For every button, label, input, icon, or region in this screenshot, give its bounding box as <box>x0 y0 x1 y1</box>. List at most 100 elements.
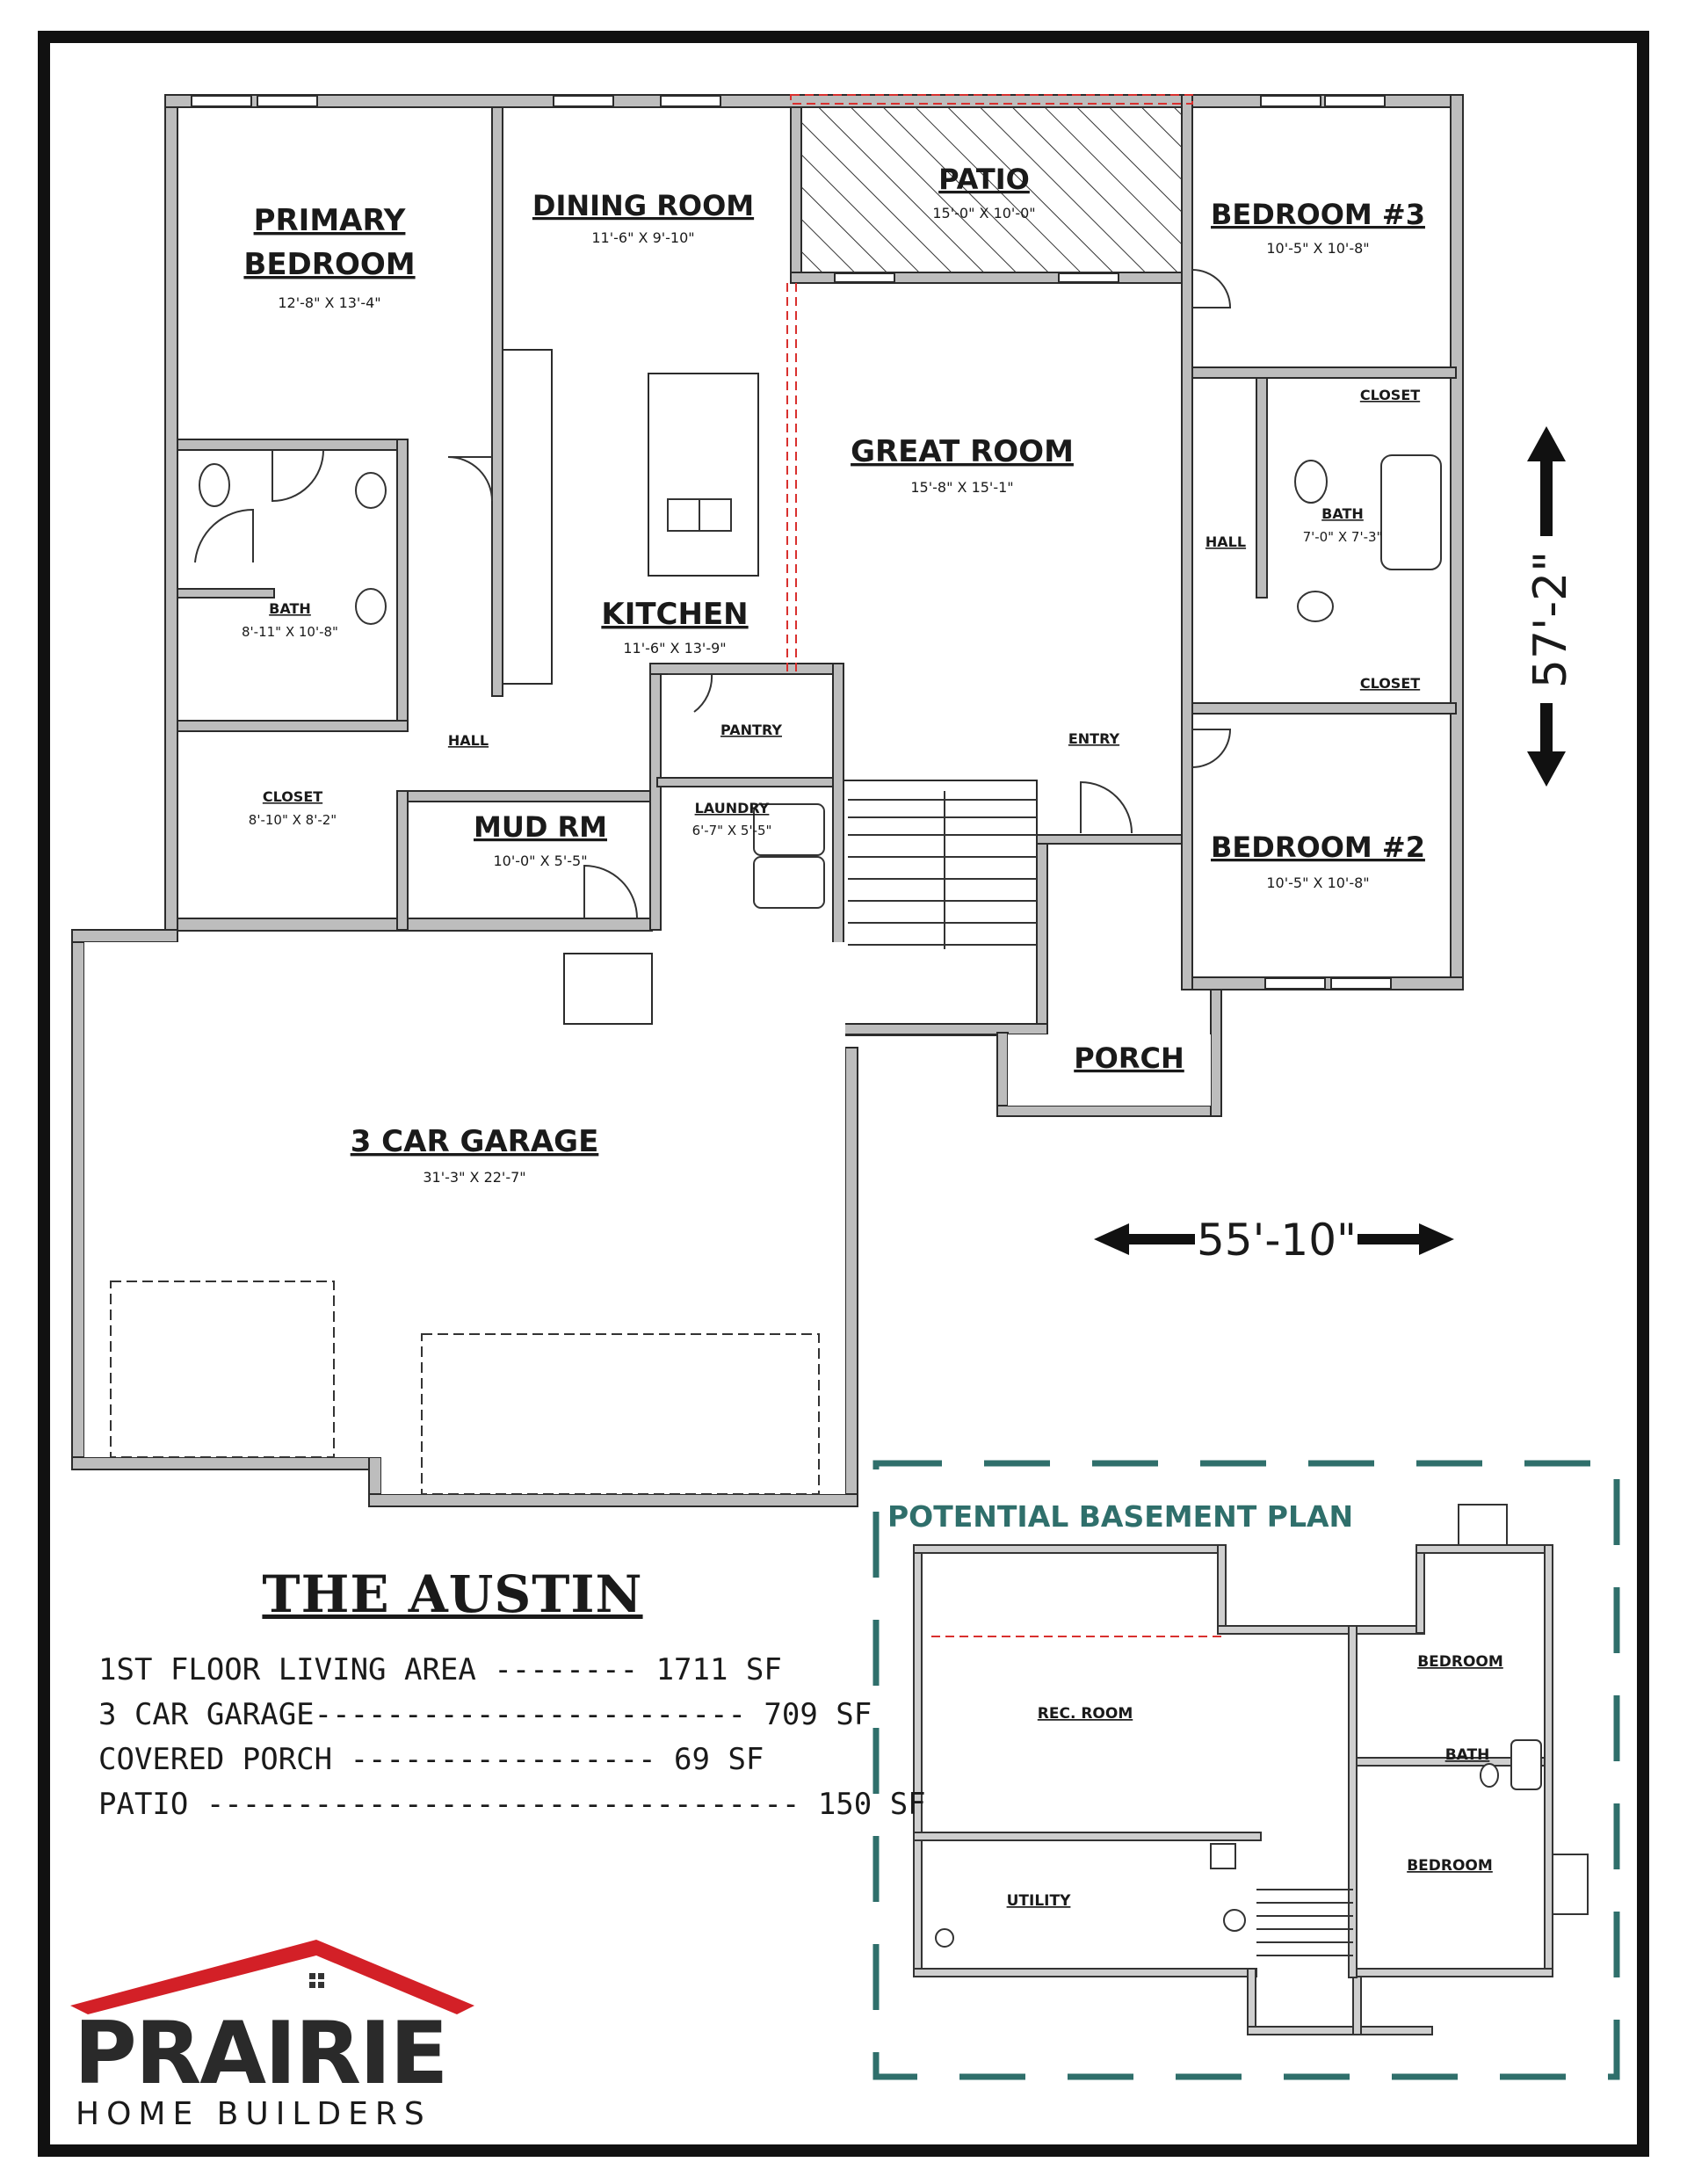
kitchen-counter <box>502 349 553 685</box>
wall-b3-south <box>1191 366 1457 379</box>
hall-left-label: HALL <box>448 732 489 749</box>
main-stairs <box>848 791 1037 949</box>
room-labels: PRIMARY BEDROOM 12'-8" X 13'-4" DINING R… <box>242 163 1425 1186</box>
page-border <box>38 31 1649 2157</box>
wall-closet-north <box>177 720 409 732</box>
hall-right-label: HALL <box>1206 533 1246 550</box>
dining-room-dims: 11'-6" X 9'-10" <box>591 229 694 246</box>
bedroom2-label: BEDROOM #2 <box>1211 831 1425 864</box>
garage-floor <box>84 942 845 1457</box>
porch-floor <box>1008 1034 1211 1106</box>
wall-west <box>164 94 178 931</box>
wall-garage-north-west <box>71 929 178 943</box>
depth-dimension: 57'-2" <box>1524 426 1577 787</box>
wall-porch-north <box>1036 834 1183 845</box>
wall-stair-south <box>832 1023 1048 1035</box>
wall-dining-patio <box>790 106 802 284</box>
closet-b2-label: CLOSET <box>1360 675 1420 692</box>
logo-roof-icon <box>70 1940 474 2014</box>
patio-dims: 15'-0" X 10'-0" <box>932 205 1035 221</box>
basement-rec-room: REC. ROOM <box>1038 1705 1133 1723</box>
hall-bath-label: BATH <box>1321 505 1364 522</box>
laundry-dims: 6'-7" X 5'-5" <box>692 823 772 838</box>
garage-door-left <box>110 1281 335 1458</box>
pantry-label: PANTRY <box>720 722 782 738</box>
basement-utility: UTILITY <box>1007 1892 1071 1910</box>
wall-mud-north <box>396 790 662 802</box>
wall-bath-west <box>1256 377 1268 599</box>
logo-wordmark: PRAIRIE <box>74 2004 448 2104</box>
area-row: 1ST FLOOR LIVING AREA -------- 1711 SF <box>98 1652 782 1687</box>
patio-hatch <box>801 107 1182 272</box>
wall-bedroom-column <box>1181 94 1193 990</box>
wall-north-garage <box>177 918 653 932</box>
kitchen-island <box>648 373 759 577</box>
kitchen-dims: 11'-6" X 13'-9" <box>623 640 726 657</box>
area-row: 3 CAR GARAGE------------------------ 709… <box>98 1697 872 1732</box>
wall-garage-east <box>844 1047 858 1506</box>
basement-title: POTENTIAL BASEMENT PLAN <box>887 1499 1353 1534</box>
primary-bedroom-line2: BEDROOM <box>243 247 415 282</box>
depth-dimension-label: 57'-2" <box>1524 551 1577 688</box>
wall-bath-shower <box>177 588 275 599</box>
basement-inset: POTENTIAL BASEMENT PLAN <box>872 1460 1620 2080</box>
wall-primary-south <box>177 439 409 451</box>
wall-pantry-south <box>656 777 843 787</box>
closet-b3-label: CLOSET <box>1360 387 1420 403</box>
laundry-label: LAUNDRY <box>695 800 770 816</box>
wall-east <box>1450 94 1464 990</box>
wall-pantry-west <box>649 663 662 931</box>
hall-bath-dims: 7'-0" X 7'-3" <box>1303 529 1383 545</box>
great-room-label: GREAT ROOM <box>851 434 1074 469</box>
mud-room-dims: 10'-0" X 5'-5" <box>493 853 587 869</box>
wall-b2-north <box>1191 702 1457 715</box>
wall-garage-west <box>71 929 85 1469</box>
windows <box>191 95 1392 1025</box>
wall-porch-west <box>996 1032 1009 1117</box>
bedroom3-dims: 10'-5" X 10'-8" <box>1266 240 1369 257</box>
bedroom2-dims: 10'-5" X 10'-8" <box>1266 874 1369 891</box>
basement-bedroom-top: BEDROOM <box>1417 1653 1503 1671</box>
primary-bedroom-line1: PRIMARY <box>254 203 406 238</box>
patio-roofline <box>790 94 1193 105</box>
wall-garage-south-right <box>368 1493 858 1507</box>
basement-frame <box>872 1460 1620 2080</box>
wall-stair-east <box>1036 834 1048 1034</box>
garage-label: 3 CAR GARAGE <box>351 1124 599 1159</box>
wall-porch-east <box>1210 989 1222 1117</box>
kitchen-label: KITCHEN <box>601 597 748 632</box>
plan-title: THE AUSTIN <box>262 1564 643 1624</box>
primary-bath-label: BATH <box>269 600 311 617</box>
width-dimension: 55'-10" <box>1094 1215 1454 1266</box>
primary-closet-dims: 8'-10" X 8'-2" <box>249 812 337 828</box>
wall-garage-south-left <box>71 1456 377 1470</box>
wall-bath-east <box>396 439 409 730</box>
door-swings <box>194 269 1232 919</box>
wall-mud-west <box>396 790 409 931</box>
area-summary: 1ST FLOOR LIVING AREA -------- 1711 SF 3… <box>98 1648 926 1827</box>
porch-label: PORCH <box>1074 1041 1184 1075</box>
logo-tagline: HOME BUILDERS <box>76 2096 431 2132</box>
area-row: PATIO --------------------------------- … <box>98 1787 926 1822</box>
basement-bedroom-bottom: BEDROOM <box>1407 1857 1493 1875</box>
patio-label: PATIO <box>938 163 1030 196</box>
basement-bath: BATH <box>1445 1746 1490 1764</box>
width-dimension-label: 55'-10" <box>1197 1215 1357 1266</box>
bedroom3-label: BEDROOM #3 <box>1211 198 1425 231</box>
primary-bedroom-dims: 12'-8" X 13'-4" <box>278 294 380 311</box>
stair-landing <box>843 780 1038 1036</box>
wall-pantry-north <box>649 663 844 675</box>
garage-dims: 31'-3" X 22'-7" <box>423 1169 525 1186</box>
mud-room-label: MUD RM <box>474 810 607 844</box>
dining-room-label: DINING ROOM <box>532 189 754 222</box>
bath-fixtures <box>199 454 1442 909</box>
wall-primary-east <box>491 106 503 697</box>
primary-bath-dims: 8'-11" X 10'-8" <box>242 624 338 640</box>
area-row: COVERED PORCH ----------------- 69 SF <box>98 1742 764 1777</box>
primary-closet-label: CLOSET <box>263 788 322 805</box>
entry-label: ENTRY <box>1068 730 1120 747</box>
great-room-dims: 15'-8" X 15'-1" <box>910 479 1013 496</box>
garage-door-right <box>421 1333 820 1495</box>
main-floor-plan <box>71 94 1464 1507</box>
